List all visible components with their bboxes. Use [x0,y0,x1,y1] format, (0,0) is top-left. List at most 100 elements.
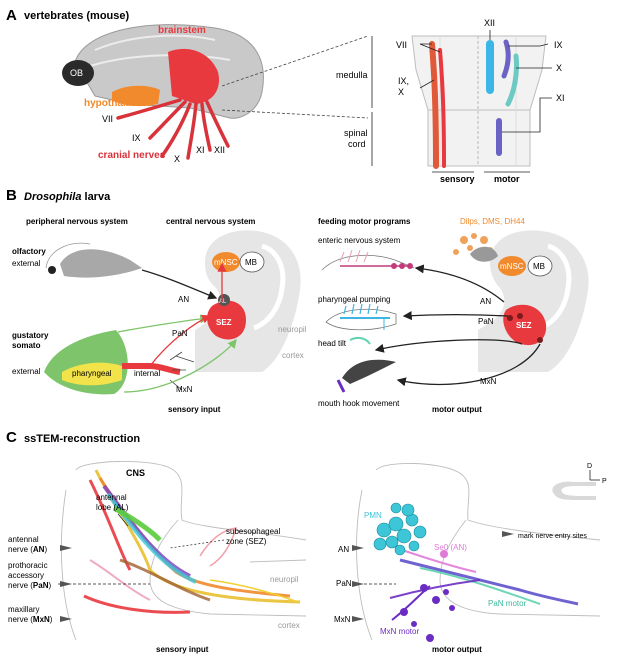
cortex-b-label: cortex [282,351,304,360]
feeding-heading: feeding motor programs [318,217,411,226]
pan-nerve-c-label-2: accessory [8,571,44,580]
mxn-nerve-c-label-1: maxillary [8,605,40,614]
mxn-entry-marker-left [60,616,72,622]
panel-c-letter: C [6,429,17,446]
hypothalamus-shape [112,85,160,107]
mxn-somata [400,584,455,642]
sez-left [207,300,246,340]
pmn-label: PMN [364,511,382,520]
schem-xii-label: XII [484,18,495,28]
an-entry-marker-right [352,545,364,551]
spinal-cord-label-1: spinal [344,128,368,138]
mb-left [239,251,265,273]
zoom-line-top [221,35,369,87]
mxn-c-right-label: MxN [334,615,351,624]
pan-right-label: PaN [478,317,494,326]
an-left-label: AN [178,295,189,304]
mouse-brain: OB brainstem hypothalamus [62,24,264,119]
enteric-drawing [321,249,415,271]
panel-b-title: Drosophila larva [24,191,111,203]
brainstem-label: brainstem [158,25,206,36]
nucleus-ix [501,39,511,79]
sez-right-label: SEZ [516,321,532,330]
cranial-nerves [116,98,230,160]
gustatory-label: gustatory [12,331,49,340]
nucleus-xii [486,40,494,94]
sez-right [503,304,547,346]
mxn-right-nerve [396,343,541,387]
schem-ix-label: IX [554,40,563,50]
internal-label: internal [134,369,160,378]
nerve-vii-label: VII [102,114,113,124]
panel-b: B Drosophila larva peripheral nervous sy… [6,187,589,414]
olfactory-eye [48,266,56,274]
head-tilt-nerve [374,339,523,353]
em-right-neurons [389,547,579,621]
schem-x-label: X [556,63,562,73]
motor-output-b-label: motor output [432,405,482,414]
mxn-left-label: MxN [176,385,193,394]
mnsc-right-label: mNSC [500,262,524,271]
em-right-outline [356,463,601,641]
pns-heading: peripheral nervous system [26,217,128,226]
head-tilt-label: head tilt [318,339,347,348]
mb-left-label: MB [245,258,257,267]
hypothalamus-label: hypothalamus [84,98,152,109]
nerve-xi-label: XI [196,145,205,155]
sez-left-label: SEZ [216,318,232,327]
pumping-drawing [325,303,397,331]
mxn-left-nerve [123,338,237,393]
dilps-label: Dilps, DMS, DH44 [460,217,525,226]
sez-label-2: zone (SEZ) [226,537,267,546]
an-right-label: AN [480,297,491,306]
mxn-motor-label: MxN motor [380,627,419,636]
mxn-right-label: MxN [480,377,497,386]
panel-b-letter: B [6,187,17,204]
pharyngeal-label: pharyngeal [72,369,112,378]
orientation-compass: D P [552,463,607,500]
pan-c-right-label: PaN [336,579,352,588]
nerve-ix-label: IX [132,133,141,143]
cortex-c-label: cortex [278,621,300,630]
al-left-label: AL [219,299,227,305]
cns-label: CNS [126,468,145,478]
motor-label: motor [494,174,520,184]
schem-ix-x-label-2: X [398,87,404,97]
ob-label: OB [70,68,83,78]
pan-motor-label: PaN motor [488,599,527,608]
an-right-nerve [414,264,505,303]
hindbrain-schematic: VII IX, X XII IX X XI medulla spinal cor… [336,18,565,184]
brainstem-shape [168,48,220,104]
schem-xi-label: XI [556,93,565,103]
pan-left-label: PaN [172,329,188,338]
head-tilt-drawing [336,336,396,393]
nucleus-xi [496,118,502,156]
panel-a-letter: A [6,7,17,24]
somato-label: somato [12,341,41,350]
panel-a: A vertebrates (mouse) OB brainstem hypot… [6,7,565,184]
ob-shape [62,60,94,86]
mb-right-label: MB [533,262,545,271]
mxn-nerve-c-label-2: nerve (MxN) [8,615,53,624]
mark-legend-marker [502,531,514,537]
pharyngeal-organ [62,362,122,386]
cranial-nerves-label: cranial nerves [98,150,166,161]
pan-right-nerve [402,311,509,321]
mb-right [527,255,553,277]
dorsal-label: D [587,463,592,470]
an-nerve-c-label-2: nerve (AN) [8,545,47,554]
external-label-1: external [12,259,41,268]
mnsc-right [498,256,526,276]
zoom-line-bottom [221,109,369,119]
al-label-2: lobe (AL) [96,503,129,512]
neuropil-c-label: neuropil [270,575,299,584]
nucleus-x [505,53,519,107]
neuropil-b-label: neuropil [278,325,307,334]
internal-nerve [149,314,212,367]
sensory-label: sensory [440,174,475,184]
pmn-somata [373,502,427,556]
posterior-label: P [602,478,607,485]
schem-ix-x-label-1: IX, [398,76,409,86]
mnsc-left-label: mNSC [214,258,238,267]
